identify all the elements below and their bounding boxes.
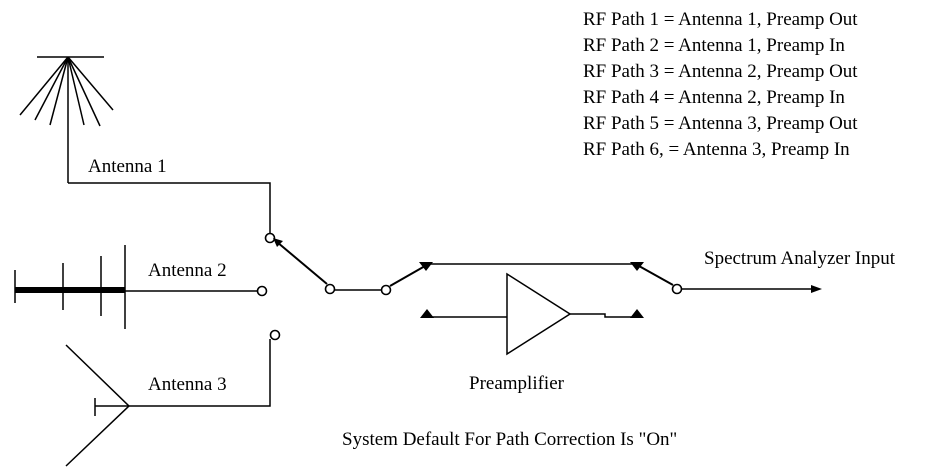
antenna-2-terminal	[256, 285, 268, 297]
legend-line-3: RF Path 3 = Antenna 2, Preamp Out	[583, 61, 858, 82]
antenna-1-label: Antenna 1	[88, 156, 167, 177]
antenna-1-terminal	[264, 232, 276, 244]
legend-line-2: RF Path 2 = Antenna 1, Preamp In	[583, 35, 845, 56]
preamp-output-switch	[630, 262, 683, 318]
legend-line-6: RF Path 6, = Antenna 3, Preamp In	[583, 139, 850, 160]
preamp-input-switch	[389, 262, 434, 318]
antenna-selector-switch	[273, 238, 392, 296]
antenna-3-label: Antenna 3	[148, 374, 227, 395]
path-correction-note: System Default For Path Correction Is "O…	[342, 429, 677, 450]
antenna-3-feedline	[129, 339, 271, 407]
antenna-2-symbol	[14, 245, 126, 329]
legend-line-1: RF Path 1 = Antenna 1, Preamp Out	[583, 9, 858, 30]
antenna-3-symbol	[65, 344, 130, 467]
output-arrow	[682, 285, 822, 293]
switch-common-terminal	[324, 283, 336, 295]
preamp-contact-left	[420, 309, 434, 318]
spectrum-analyzer-input-label: Spectrum Analyzer Input	[704, 248, 896, 269]
antenna-1-symbol	[19, 56, 114, 183]
preamplifier	[427, 272, 636, 356]
preamp-switch-in-terminal	[380, 284, 392, 296]
legend-line-4: RF Path 4 = Antenna 2, Preamp In	[583, 87, 845, 108]
legend-line-5: RF Path 5 = Antenna 3, Preamp Out	[583, 113, 858, 134]
bypass-contact-right	[630, 262, 644, 271]
antenna-3-terminal	[269, 329, 281, 341]
preamplifier-triangle	[506, 272, 572, 356]
preamplifier-label: Preamplifier	[469, 373, 565, 394]
rf-path-legend: RF Path 1 = Antenna 1, Preamp Out RF Pat…	[583, 9, 858, 160]
antenna-2-label: Antenna 2	[148, 260, 227, 281]
output-terminal	[671, 283, 683, 295]
antenna-1-feedline	[68, 182, 271, 233]
preamp-contact-right	[630, 309, 644, 318]
